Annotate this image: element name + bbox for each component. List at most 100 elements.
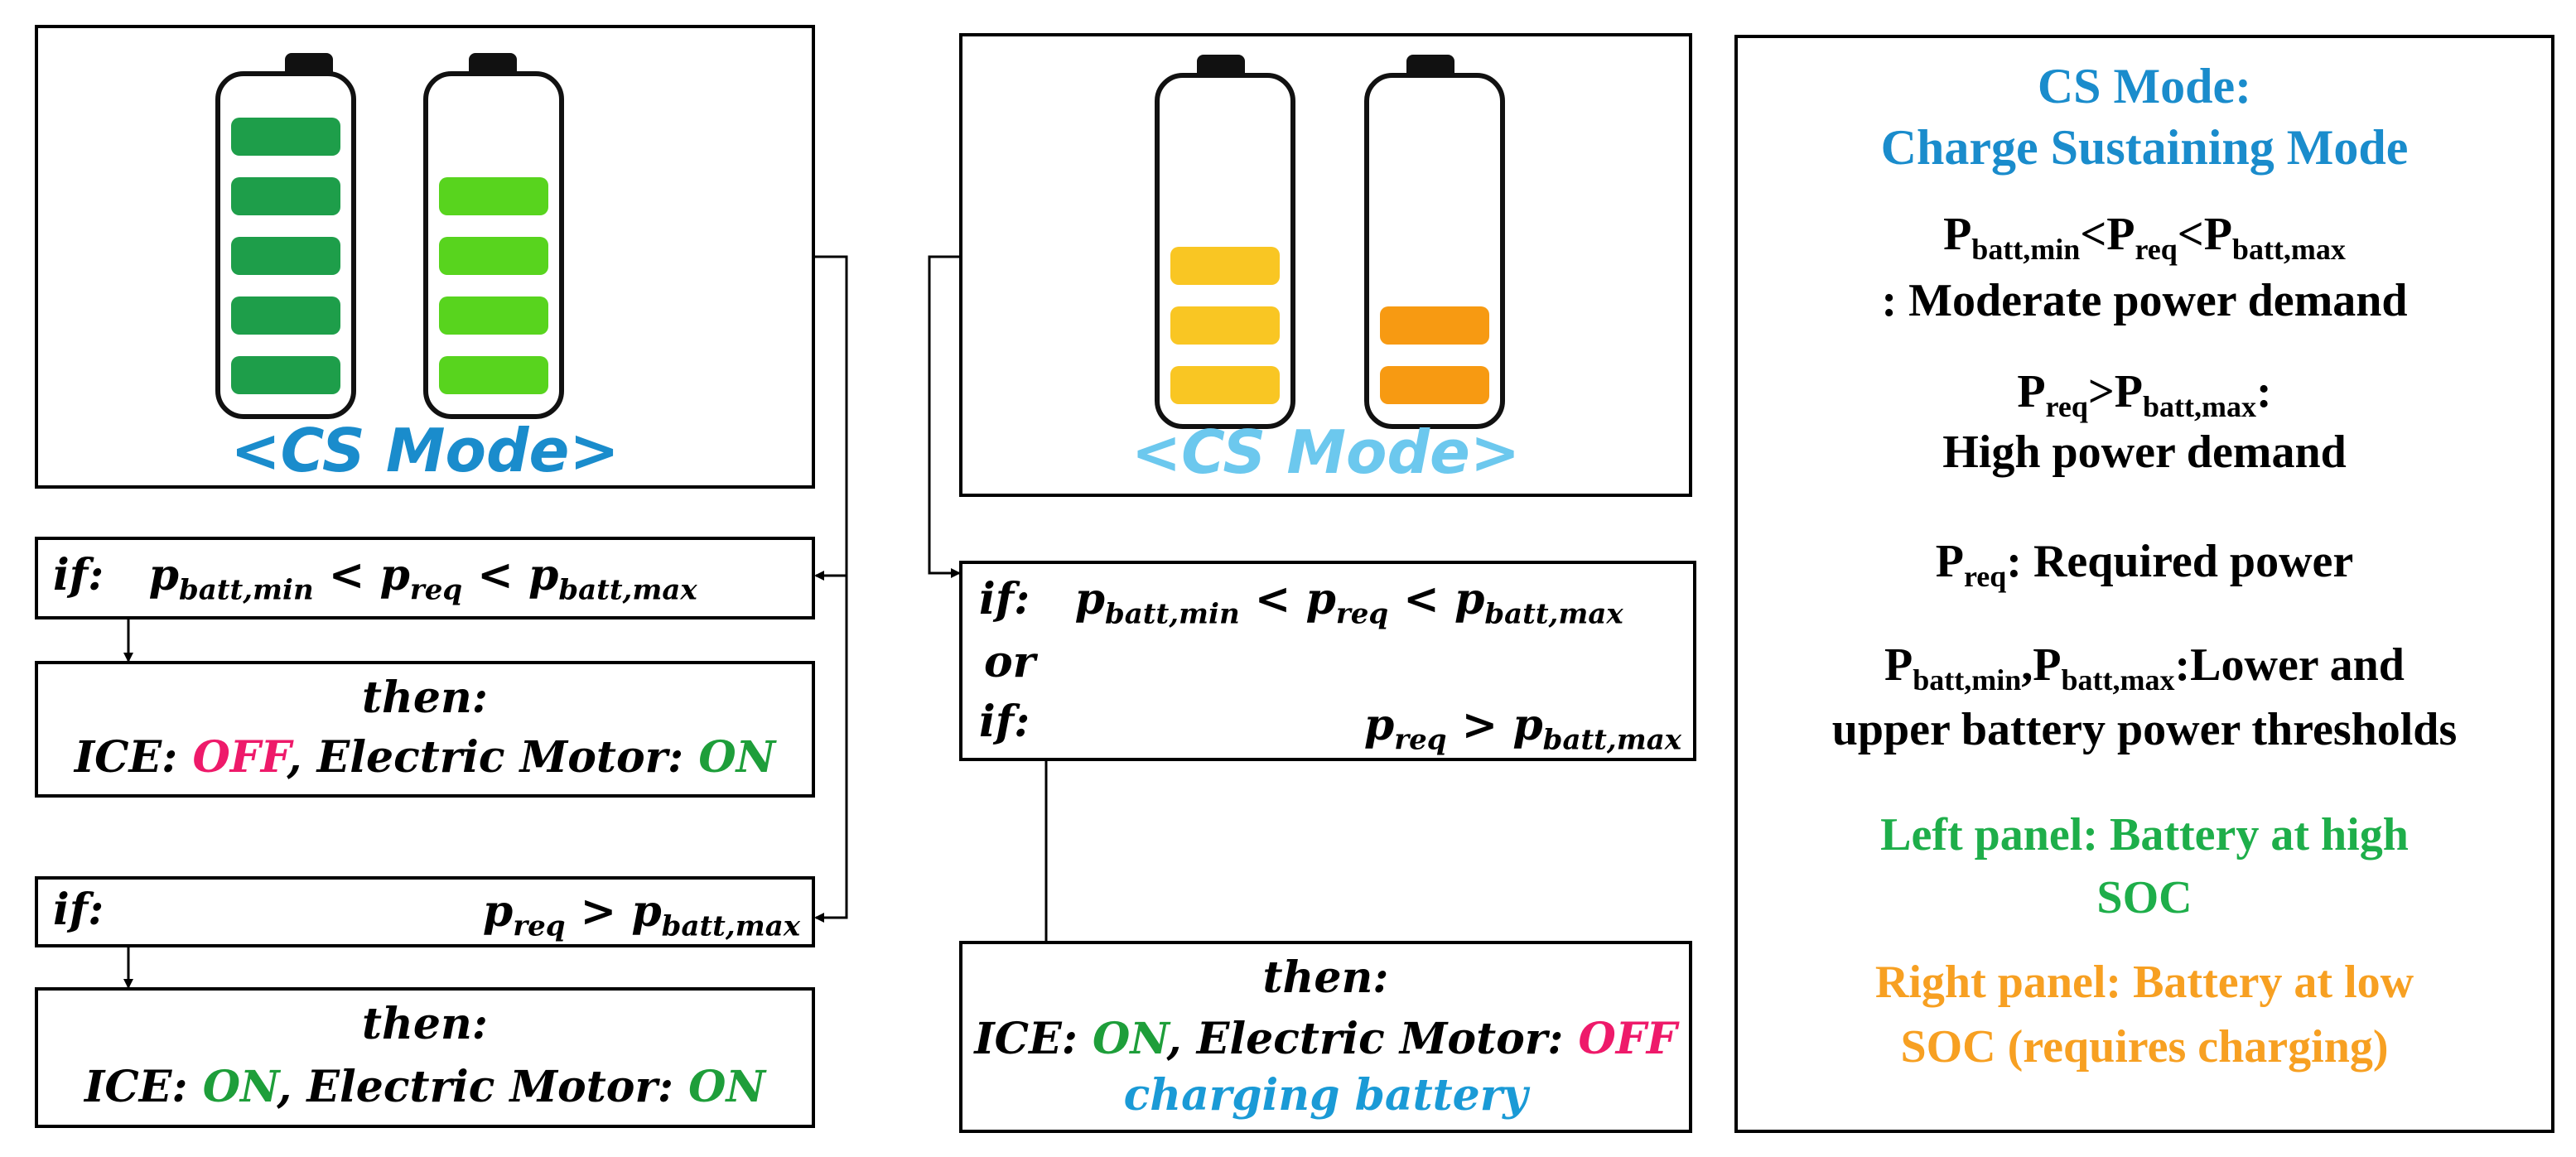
left-battery-1-cell xyxy=(231,177,340,215)
cond2-expression: preq > pbatt,max xyxy=(483,886,800,942)
middle-battery-panel: <CS Mode> xyxy=(959,33,1692,497)
lg-p4: P xyxy=(2017,366,2046,417)
connector-mid-to-cond3 xyxy=(928,255,961,578)
cond1-if: if xyxy=(53,550,89,600)
cond3-sub-max: batt,max xyxy=(1484,597,1623,631)
legend-title-1: CS Mode: xyxy=(2037,59,2252,113)
cond2-sub-max: batt,max xyxy=(661,909,800,943)
cond3-p4: p xyxy=(1363,700,1395,750)
then2-motor: Electric Motor xyxy=(306,1062,658,1112)
cond2-p1: p xyxy=(482,886,514,937)
cond3-lt2: < xyxy=(1403,574,1440,624)
lg-sub-max: batt,max xyxy=(2231,233,2346,267)
cond3-gt: > xyxy=(1461,700,1498,750)
lg-p8: P xyxy=(2033,639,2062,691)
legend-high-text: High power demand xyxy=(1942,427,2347,478)
lg-sub-min2: batt,min xyxy=(1913,663,2022,697)
condition-box-moderate: if: pbatt,min < preq < pbatt,max xyxy=(35,537,815,619)
left-battery-2-cell xyxy=(439,296,548,335)
then2-motor-state: ON xyxy=(688,1062,765,1112)
cond2-gt: > xyxy=(580,886,617,937)
then1-ice-state: OFF xyxy=(192,732,287,783)
cond3-lt1: < xyxy=(1254,574,1291,624)
then3-ice: ICE xyxy=(974,1014,1062,1064)
cond3-or: or xyxy=(984,637,1036,687)
cond3-sub-req: req xyxy=(1335,597,1389,631)
left-battery-2-cell xyxy=(439,237,548,275)
then2-actions: ICE: ON, Electric Motor: ON xyxy=(84,1062,765,1112)
cond3-line1: if: pbatt,min < preq < pbatt,max xyxy=(979,574,1623,631)
middle-mode-label: <CS Mode> xyxy=(1131,417,1521,487)
legend-moderate-formula: Pbatt,min<Preq<Pbatt,max xyxy=(1738,208,2551,267)
cond3-sub-max2: batt,max xyxy=(1542,723,1681,757)
cond3-sub-min: batt,min xyxy=(1105,597,1240,631)
left-battery-1-cell xyxy=(231,296,340,335)
lg-p1: P xyxy=(1943,209,1972,260)
legend-left-note-2: SOC xyxy=(2096,872,2192,923)
lg-p2: P xyxy=(2106,209,2135,260)
cond3-p1: p xyxy=(1074,574,1105,624)
action-box-charging: then: ICE: ON, Electric Motor: OFF charg… xyxy=(959,941,1692,1133)
lg-p7: P xyxy=(1884,639,1913,691)
mid-battery-1-cell xyxy=(1170,306,1280,345)
lg-lt2: < xyxy=(2177,209,2204,260)
then3-motor-state: OFF xyxy=(1578,1014,1677,1064)
cond1-sub-req: req xyxy=(409,573,463,607)
lg-sub-min: batt,min xyxy=(1971,233,2081,267)
lg-comma: , xyxy=(2021,639,2033,691)
connector-left-to-cond2 xyxy=(814,576,848,923)
then3-ice-state: ON xyxy=(1093,1014,1167,1064)
left-battery-2 xyxy=(469,53,517,73)
then3-motor: Electric Motor xyxy=(1196,1014,1548,1064)
then1-actions: ICE: OFF, Electric Motor: ON xyxy=(74,732,776,783)
action-box-moderate: then: ICE: OFF, Electric Motor: ON xyxy=(35,661,815,798)
cond2-if-text: if xyxy=(53,885,89,935)
cond1-sub-max: batt,max xyxy=(558,573,697,607)
mid-battery-1-cell xyxy=(1170,247,1280,285)
left-battery-1-cell xyxy=(231,118,340,156)
legend-title-2: Charge Sustaining Mode xyxy=(1880,120,2409,175)
then1-ice: ICE xyxy=(74,732,162,783)
legend-left-note-1: Left panel: Battery at high xyxy=(1880,809,2409,861)
lg-sub-max3: batt,max xyxy=(2061,663,2175,697)
cond3-p5: p xyxy=(1512,700,1543,750)
left-battery-1-cell xyxy=(231,356,340,394)
lg-p6: P xyxy=(1935,536,1964,587)
cond2-if: if: xyxy=(53,885,104,935)
cond1-p2: p xyxy=(379,550,410,600)
legend-moderate-text: : Moderate power demand xyxy=(1881,275,2408,326)
lg-sub-req3: req xyxy=(1963,560,2007,594)
action-box-high: then: ICE: ON, Electric Motor: ON xyxy=(35,987,815,1128)
lg-gt: > xyxy=(2087,366,2115,417)
lg-colon: : xyxy=(2256,366,2272,417)
then2-ice: ICE xyxy=(84,1062,172,1112)
cond2-sub-req: req xyxy=(513,909,566,943)
legend-right-note-2: SOC (requires charging) xyxy=(1900,1021,2389,1073)
legend-right-note-1: Right panel: Battery at low xyxy=(1874,957,2414,1008)
cond3-p3: p xyxy=(1454,574,1485,624)
then2-ice-state: ON xyxy=(202,1062,277,1112)
lg-p5: P xyxy=(2114,366,2144,417)
cond1-sub-min: batt,min xyxy=(179,573,314,607)
legend-high-formula: Preq>Pbatt,max: xyxy=(1738,365,2551,424)
left-battery-2-cell xyxy=(439,177,548,215)
left-battery-2-cell xyxy=(439,356,548,394)
legend-thresh-1: Pbatt,min,Pbatt,max:Lower and xyxy=(1738,639,2551,697)
then1-motor-state: ON xyxy=(698,732,776,783)
cond3-if2: if: xyxy=(979,697,1030,747)
lg-thresh-text1: :Lower and xyxy=(2174,639,2405,691)
mid-battery-2-cell xyxy=(1380,306,1489,345)
lg-req-text: : Required power xyxy=(2006,536,2354,587)
then3-actions: ICE: ON, Electric Motor: OFF xyxy=(974,1014,1677,1064)
left-battery-1 xyxy=(285,53,333,73)
cond3-if: if xyxy=(979,574,1015,624)
then2-label: then: xyxy=(362,999,488,1049)
lg-sub-req2: req xyxy=(2045,390,2088,424)
left-mode-label: <CS Mode> xyxy=(230,416,620,485)
cond1-p1: p xyxy=(148,550,179,600)
mid-battery-1 xyxy=(1197,55,1245,75)
then3-charging: charging battery xyxy=(1123,1070,1528,1121)
then1-label: then: xyxy=(362,673,488,723)
mid-battery-2 xyxy=(1406,55,1454,75)
